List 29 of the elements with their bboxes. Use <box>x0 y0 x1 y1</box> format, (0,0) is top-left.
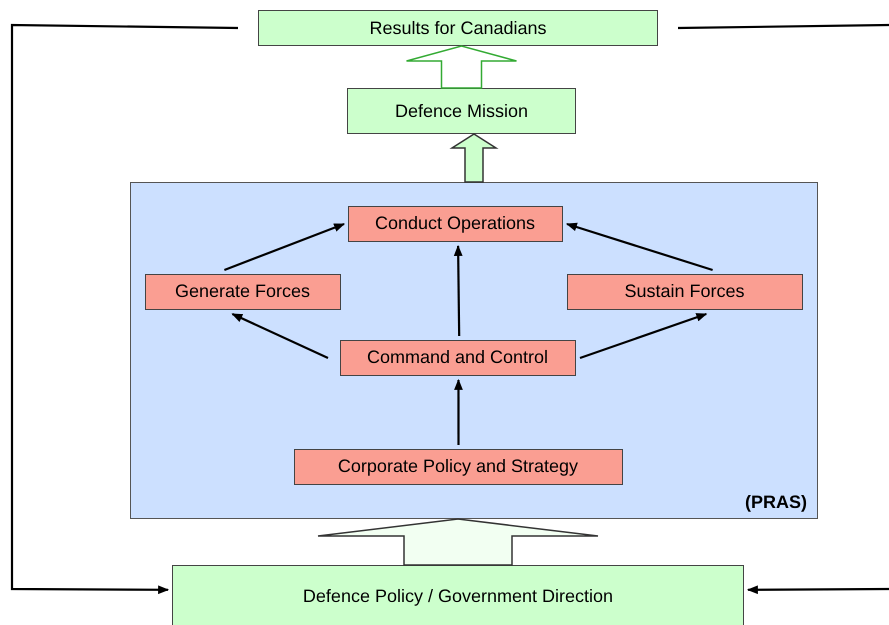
arrow <box>10 24 238 594</box>
process-box <box>347 88 576 134</box>
box-label: Conduct Operations <box>374 213 536 234</box>
process-box <box>258 10 658 46</box>
process-box <box>144 274 340 310</box>
arrow <box>454 244 463 336</box>
box-label: (PRAS) <box>745 492 807 513</box>
arrow <box>566 222 713 272</box>
box-label: Results for Canadians <box>369 18 547 38</box>
group-panel <box>130 182 818 519</box>
arrow <box>580 312 708 360</box>
arrow <box>224 222 346 272</box>
block-arrow <box>449 133 499 183</box>
arrow <box>746 585 889 594</box>
process-box <box>566 274 802 310</box>
arrow <box>454 378 463 445</box>
arrow <box>231 313 328 359</box>
process-box <box>348 206 562 242</box>
box-label: Defence Mission <box>394 100 528 122</box>
box-label: Generate Forces <box>174 281 310 302</box>
box-label: Corporate Policy and Strategy <box>338 456 578 477</box>
box-label: Sustain Forces <box>624 281 745 302</box>
block-arrow <box>406 45 518 89</box>
box-label: Command and Control <box>366 347 548 368</box>
process-box <box>340 340 576 376</box>
process-box <box>294 448 622 484</box>
box-label: Defence Policy / Government Direction <box>302 586 614 606</box>
block-arrow <box>317 518 599 566</box>
process-box <box>172 565 744 625</box>
